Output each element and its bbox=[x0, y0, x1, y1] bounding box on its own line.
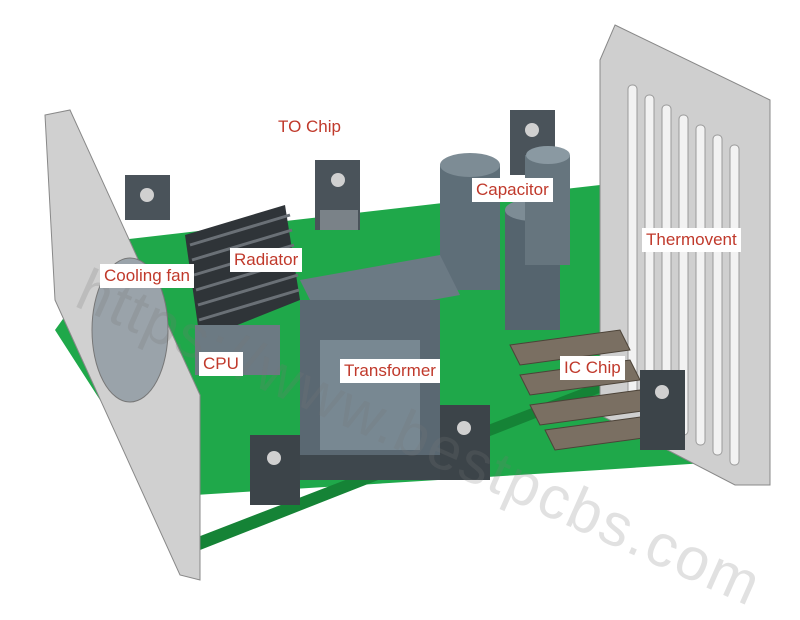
label-capacitor: Capacitor bbox=[472, 178, 553, 202]
transformer bbox=[280, 255, 460, 480]
pcb-assembly-diagram: https://www.bestpcbs.com TO Chip Capacit… bbox=[44, 24, 772, 619]
left-panel bbox=[44, 109, 201, 581]
label-radiator: Radiator bbox=[230, 248, 303, 272]
label-transformer: Transformer bbox=[340, 359, 440, 383]
to-chip-bottom-center bbox=[440, 405, 490, 480]
label-ic-chip: IC Chip bbox=[560, 356, 625, 380]
to-chip-bottom-left bbox=[250, 435, 300, 505]
label-cpu: CPU bbox=[199, 352, 243, 376]
to-chip bbox=[315, 160, 360, 230]
to-chip-bottom-right bbox=[640, 370, 685, 450]
label-to-chip: TO Chip bbox=[274, 115, 345, 139]
capacitor-cylinders bbox=[440, 146, 570, 330]
label-cooling-fan: Cooling fan bbox=[100, 264, 195, 288]
label-thermovent: Thermovent bbox=[642, 228, 741, 252]
radiator bbox=[185, 205, 300, 340]
to-chip-left bbox=[125, 175, 170, 220]
